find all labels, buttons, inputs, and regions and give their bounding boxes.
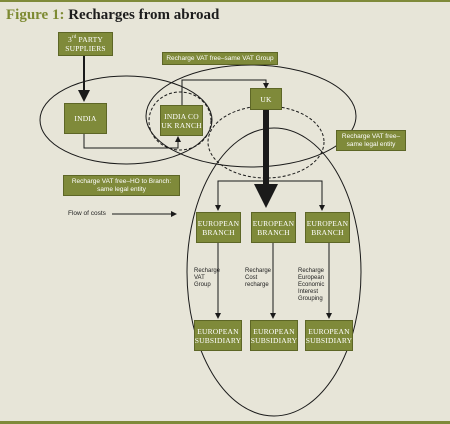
figure-title-text: Recharges from abroad xyxy=(68,7,220,23)
ho-branch-note: Recharge VAT free–HO to Branch: same leg… xyxy=(63,175,180,196)
top-rule xyxy=(0,0,450,2)
european-branch-1-box: EUROPEAN BRANCH xyxy=(196,212,241,243)
india-co-label: INDIA CO UK RANCH xyxy=(161,111,202,130)
uk-label: UK xyxy=(260,94,272,104)
legal-entity-note-text: Recharge VAT free– same legal entity xyxy=(341,132,401,148)
india-label: INDIA xyxy=(74,114,97,123)
legal-entity-note: Recharge VAT free– same legal entity xyxy=(336,130,406,151)
european-subsidiary-2-label: EUROPEAN SUBSIDIARY xyxy=(250,326,298,345)
bottom-rule xyxy=(0,421,450,424)
vat-group-note-text: Recharge VAT free–same VAT Group xyxy=(166,54,274,62)
uk-group-ellipse xyxy=(145,64,357,168)
european-subsidiary-1-box: EUROPEAN SUBSIDIARY xyxy=(194,320,242,351)
european-subsidiary-1-label: EUROPEAN SUBSIDIARY xyxy=(194,326,242,345)
third-party-ordinal: rd xyxy=(71,35,77,40)
suppliers-word: SUPPLIERS xyxy=(65,44,106,53)
european-branch-3-label: EUROPEAN BRANCH xyxy=(306,218,349,237)
recharge-cost-label: Recharge Cost recharge xyxy=(245,268,272,288)
recharge-eeig-label: Recharge European Economic Interest Grou… xyxy=(298,268,325,302)
european-branch-1-label: EUROPEAN BRANCH xyxy=(197,218,240,237)
third-party-word: PARTY xyxy=(76,35,104,44)
india-group-ellipse xyxy=(39,75,213,165)
arrow-india-co-to-uk xyxy=(181,79,269,105)
europe-ellipse xyxy=(186,127,362,417)
recharge-vat-group-label: Recharge VAT Group xyxy=(194,268,221,288)
european-subsidiary-3-label: EUROPEAN SUBSIDIARY xyxy=(305,326,353,345)
european-branch-2-box: EUROPEAN BRANCH xyxy=(251,212,296,243)
uk-box: UK xyxy=(250,88,282,110)
arrow-uk-to-branch-3 xyxy=(266,180,325,211)
flow-of-costs-label: Flow of costs xyxy=(68,210,106,217)
india-co-dashed-ellipse xyxy=(148,91,212,151)
india-box: INDIA xyxy=(64,103,107,134)
third-party-number: 3 xyxy=(67,35,72,44)
european-subsidiary-2-box: EUROPEAN SUBSIDIARY xyxy=(250,320,298,351)
european-subsidiary-3-box: EUROPEAN SUBSIDIARY xyxy=(305,320,353,351)
uk-entity-dashed-ellipse xyxy=(207,105,325,179)
india-co-uk-branch-box: INDIA CO UK RANCH xyxy=(160,105,203,136)
arrow-india-to-india-co xyxy=(83,134,181,149)
ho-branch-note-text: Recharge VAT free–HO to Branch: same leg… xyxy=(71,177,172,193)
figure-number: Figure 1: xyxy=(6,7,65,23)
european-branch-2-label: EUROPEAN BRANCH xyxy=(252,218,295,237)
vat-group-note: Recharge VAT free–same VAT Group xyxy=(162,52,278,65)
arrow-uk-to-branch-1 xyxy=(215,180,266,211)
figure-title: Figure 1: Recharges from abroad xyxy=(6,7,219,24)
european-branch-3-box: EUROPEAN BRANCH xyxy=(305,212,350,243)
